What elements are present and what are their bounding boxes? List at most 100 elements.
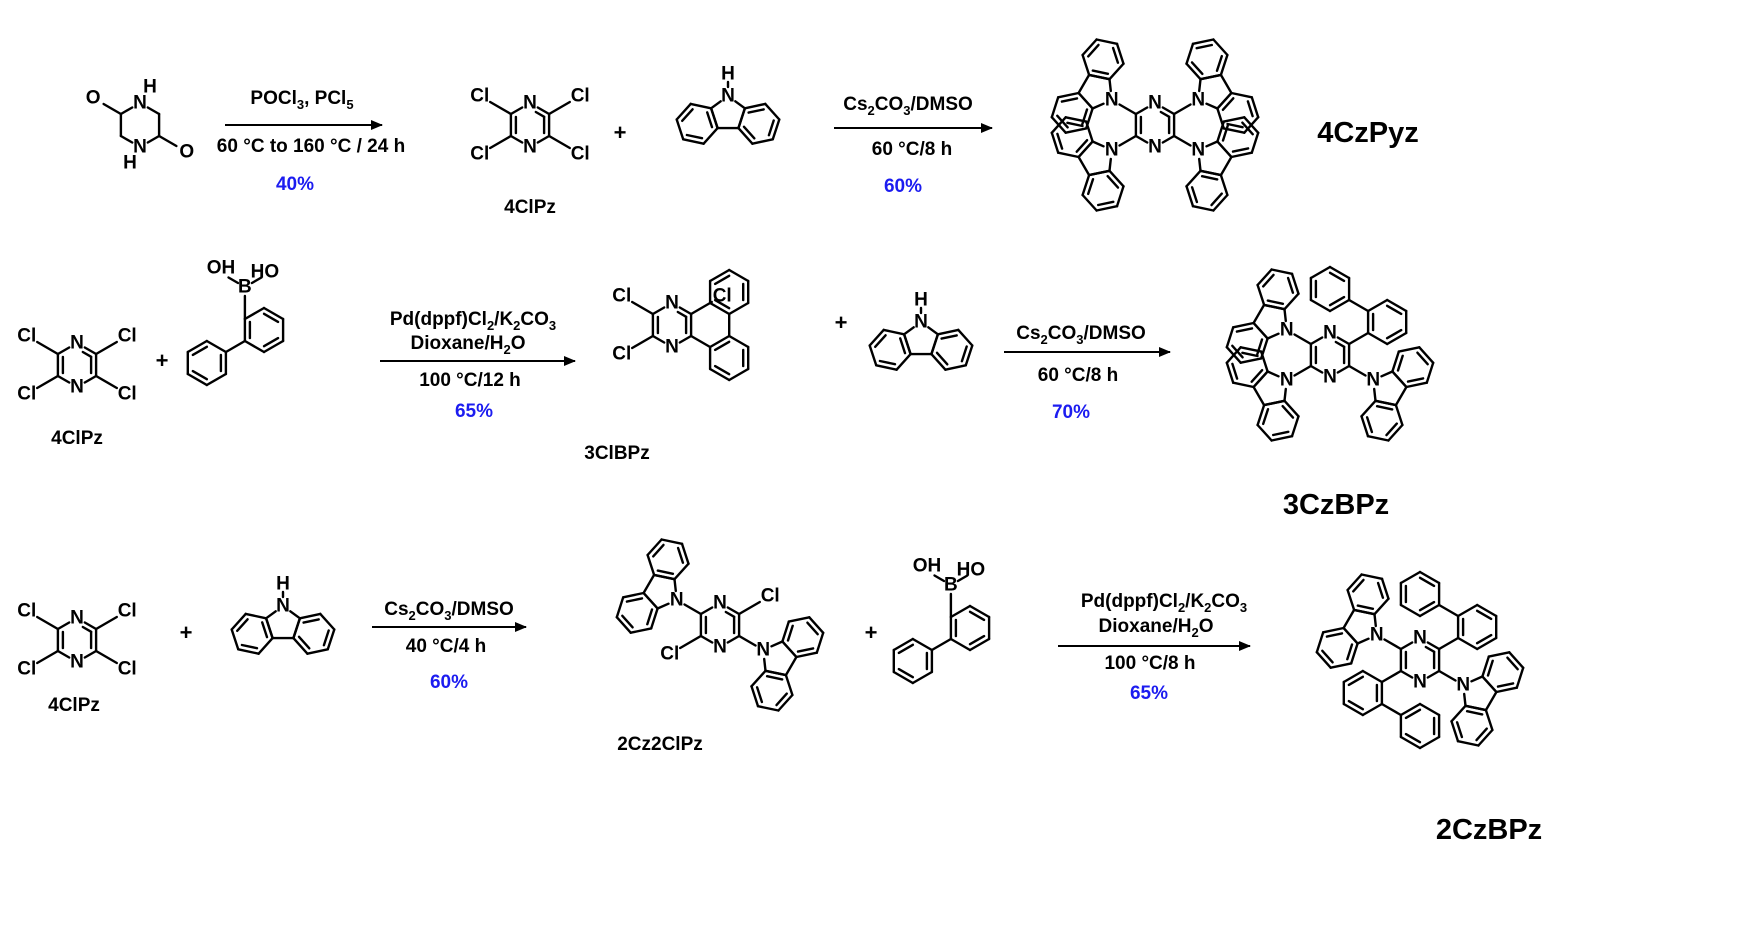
carbazole-r3-benzo bbox=[319, 612, 336, 631]
3clbpz-biphenyl-ring2 bbox=[713, 298, 731, 310]
carbazole-r2-benzo bbox=[944, 364, 967, 371]
carbazole-r3-benzo bbox=[230, 628, 240, 651]
boronic-r2-ho: HO bbox=[251, 262, 280, 283]
carbazole-4czpyz-tr bbox=[1197, 77, 1202, 93]
carbazole-2cz2clpz-br-benzo bbox=[777, 693, 794, 712]
carbazole-2cz2clpz-tl-benzo bbox=[615, 616, 632, 634]
carbazole-4czpyz-tl-benzo bbox=[1095, 38, 1119, 45]
carbazole-3czbpz-br-benzo bbox=[1391, 350, 1401, 373]
carbazole-r2-benzo bbox=[868, 344, 878, 367]
2czbpz-biphenyl-b-ring2 bbox=[1404, 708, 1422, 720]
carbazole-2czbpz-tl-benzo bbox=[1380, 577, 1390, 600]
carbazole-4czpyz-bl-benzo bbox=[1095, 204, 1119, 212]
carbazole-2czbpz-tl-benzo bbox=[1315, 631, 1325, 654]
carbazole-4czpyz-tl-benzo bbox=[1115, 42, 1125, 65]
carbazole-3czbpz-bl-benzo bbox=[1259, 350, 1269, 373]
plus-sign-row3a: + bbox=[179, 620, 193, 645]
carbazole-r3-benzo bbox=[297, 635, 311, 650]
pyrazine-3clbpz bbox=[651, 334, 666, 344]
carbazole-2czbpz-br-benzo bbox=[1515, 666, 1525, 689]
carbazole-2cz2clpz-br bbox=[784, 655, 798, 677]
tetrachloropyrazine-r3-cl4: Cl bbox=[17, 659, 36, 680]
carbazole-3czbpz-tl bbox=[1283, 308, 1288, 323]
carbazole-3czbpz-bl-n: N bbox=[1280, 370, 1294, 391]
bp-r3-ring2 bbox=[911, 637, 934, 652]
2cz2clpz-cl1: Cl bbox=[761, 586, 780, 607]
carbazole-4czpyz-br bbox=[1197, 157, 1202, 173]
carbazole-r1-benzo bbox=[685, 133, 704, 140]
carbazole-3czbpz-tl-benzo bbox=[1252, 321, 1269, 340]
biphenyl-boronic-r2 bbox=[262, 306, 285, 321]
pyrazine-3czbpz-n4: N bbox=[1323, 367, 1337, 388]
carbazole-4czpyz-br-benzo bbox=[1222, 116, 1246, 123]
tetrachloropyrazine-r3-n1: N bbox=[70, 608, 84, 629]
dkp-o2-bond bbox=[157, 134, 178, 148]
boronic-r2-b: B bbox=[238, 277, 252, 298]
carbazole-2cz2clpz-tl-benzo bbox=[652, 543, 665, 558]
carbazole-2czbpz-br-benzo bbox=[1450, 704, 1467, 723]
cz3-link-br bbox=[1347, 364, 1367, 377]
step2-reagents: Cs2CO3/DMSO bbox=[843, 94, 973, 118]
carbazole-r1-n: N bbox=[721, 86, 735, 107]
pyrazine-2czbpz bbox=[1424, 645, 1436, 653]
carbazole-r3 bbox=[289, 610, 302, 620]
carbazole-2cz2clpz-br-benzo bbox=[750, 685, 760, 708]
cz2-link-tl bbox=[683, 603, 703, 616]
carbazole-r2-h: H bbox=[914, 290, 928, 311]
carbazole-r1-benzo bbox=[767, 119, 775, 137]
carbazole-4czpyz-tl bbox=[1091, 102, 1105, 110]
pyrazine-3czbpz bbox=[1334, 340, 1346, 348]
step3-solvent: Dioxane/H2O bbox=[410, 333, 526, 357]
carbazole-3czbpz-bl-benzo bbox=[1271, 430, 1290, 437]
piperazinedione bbox=[119, 134, 134, 144]
carbazole-4czpyz-tr-benzo bbox=[1250, 96, 1260, 119]
carbazole-2czbpz-br-benzo bbox=[1477, 728, 1494, 747]
dkp-o1: O bbox=[86, 88, 101, 109]
2czbpz-biphenyl-b-link2 bbox=[1380, 702, 1403, 717]
biphenyl-boronic-r2 bbox=[262, 312, 280, 324]
carbazole-r3-benzo bbox=[236, 648, 260, 655]
2cz2clpz-cl1-bond bbox=[737, 600, 761, 616]
carbazole-r2-benzo bbox=[882, 328, 906, 336]
cz-link-br bbox=[1172, 134, 1192, 147]
pyrazine-4czpyz bbox=[1134, 106, 1149, 116]
pyrazine-3clbpz-n1: N bbox=[665, 293, 679, 314]
pyrazine-3czbpz bbox=[1309, 364, 1324, 374]
carbazole-3czbpz-bl-benzo bbox=[1241, 351, 1259, 358]
3clbpz-cl4: Cl bbox=[612, 344, 631, 365]
carbazole-2cz2clpz-tl-benzo bbox=[642, 591, 659, 610]
step4-yield: 70% bbox=[1051, 402, 1091, 423]
carbazole-4czpyz-bl-benzo bbox=[1050, 116, 1067, 135]
tetrachloropyrazine-r3-cl1: Cl bbox=[118, 601, 137, 622]
carbazole-r3-benzo bbox=[230, 612, 247, 631]
carbazole-r1-benzo bbox=[682, 138, 705, 145]
3clbpz-biphenyl-ring1 bbox=[713, 364, 731, 376]
carbazole-3czbpz-br-n: N bbox=[1366, 370, 1380, 391]
carbazole-r3-benzo bbox=[322, 629, 330, 647]
carbazole-2czbpz-br-benzo bbox=[1456, 740, 1480, 747]
carbazole-4czpyz-tl-n: N bbox=[1105, 90, 1119, 111]
carbazole-r1-benzo bbox=[706, 111, 714, 129]
carbazole-2cz2clpz-tl-benzo bbox=[646, 608, 654, 626]
carbazole-4czpyz-bl-benzo bbox=[1075, 138, 1089, 153]
carbazole-2cz2clpz-tl-benzo bbox=[646, 553, 656, 577]
tetrachloropyrazine-r2-cl5-bond bbox=[36, 340, 60, 356]
carbazole-3czbpz-br-benzo bbox=[1391, 370, 1408, 389]
carbazole-r3-benzo bbox=[264, 617, 274, 640]
carbazole-4czpyz-tl-benzo bbox=[1081, 53, 1091, 77]
carbazole-3czbpz-br-benzo bbox=[1416, 351, 1429, 366]
carbazole-4czpyz-bl-n: N bbox=[1105, 140, 1119, 161]
3czbpz-biphenyl-ring1 bbox=[1385, 298, 1408, 313]
tetrachloropyrazine-r2 bbox=[81, 350, 93, 358]
2czbpz-biphenyl-b-ring2 bbox=[1418, 702, 1441, 717]
carbazole-4czpyz-br-benzo bbox=[1200, 174, 1219, 181]
carbazole-r1 bbox=[734, 100, 747, 110]
carbazole-2czbpz-tl-benzo bbox=[1376, 581, 1385, 599]
3czbpz-biphenyl-link bbox=[1347, 331, 1370, 346]
tetrachloropyrazine-r1 bbox=[536, 106, 551, 116]
carbazole-4czpyz-tl-benzo bbox=[1077, 91, 1094, 110]
carbazole-3czbpz-bl-benzo bbox=[1225, 361, 1235, 384]
3clbpz-cl5: Cl bbox=[612, 286, 631, 307]
tetrachloropyrazine-r3 bbox=[56, 621, 71, 631]
